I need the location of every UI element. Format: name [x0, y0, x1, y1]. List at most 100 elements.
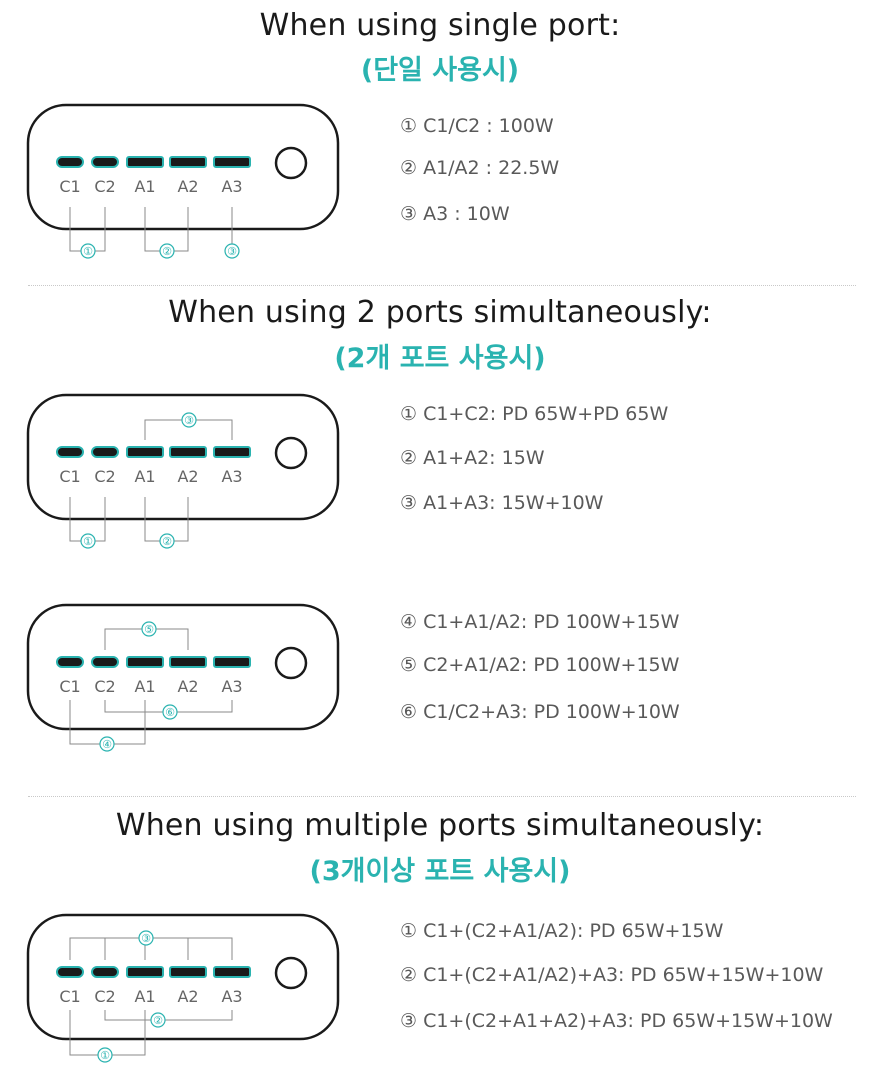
spec-1-3: ③ A3 : 10W [400, 203, 510, 225]
spec-3-3: ③ C1+(C2+A1+A2)+A3: PD 65W+15W+10W [400, 1010, 833, 1032]
marker-circle [138, 930, 154, 946]
usb-a-port-A1 [126, 446, 164, 458]
marker-number: ① [83, 535, 93, 548]
usb-a-port-A2 [169, 446, 207, 458]
port-label-C1: C1 [59, 677, 80, 696]
port-label-A1: A1 [134, 677, 155, 696]
connector-line [104, 700, 233, 713]
connector-line [144, 497, 189, 542]
port-label-A3: A3 [221, 677, 242, 696]
connector-line [104, 1010, 233, 1021]
spec-2-1: ① C1+C2: PD 65W+PD 65W [400, 403, 669, 425]
section-2-subtitle: (2개 포트 사용시) [334, 343, 546, 374]
marker-circle [224, 243, 240, 259]
usb-a-port-A3 [213, 446, 251, 458]
connector-line [69, 497, 106, 542]
spec-3-1: ① C1+(C2+A1/A2): PD 65W+15W [400, 920, 724, 942]
usb-a-port-A2 [169, 656, 207, 668]
charger-diagram-4: C1 C2 A1 A2 A3 ③ ② ① [26, 913, 340, 1063]
marker-number: ⑤ [144, 623, 154, 636]
port-label-C2: C2 [94, 177, 115, 196]
power-button-icon [274, 146, 308, 180]
marker-circle [97, 1047, 113, 1063]
usb-c-port-C2 [91, 656, 119, 668]
section-1-title: When using single port: [259, 8, 621, 43]
marker-number: ② [153, 1014, 163, 1027]
marker-number: ⑥ [165, 706, 175, 719]
port-label-C2: C2 [94, 677, 115, 696]
port-label-C2: C2 [94, 987, 115, 1006]
port-label-A1: A1 [134, 987, 155, 1006]
usb-a-port-A1 [126, 966, 164, 978]
marker-number: ① [83, 245, 93, 258]
marker-number: ③ [141, 932, 151, 945]
usb-a-port-A2 [169, 156, 207, 168]
spec-3-2: ② C1+(C2+A1/A2)+A3: PD 65W+15W+10W [400, 964, 824, 986]
power-button-icon [274, 436, 308, 470]
marker-number: ① [100, 1049, 110, 1062]
power-button-icon [274, 956, 308, 990]
usb-a-port-A3 [213, 656, 251, 668]
usb-a-port-A1 [126, 656, 164, 668]
port-label-A3: A3 [221, 177, 242, 196]
section-2-title: When using 2 ports simultaneously: [168, 295, 712, 330]
marker-circle [150, 1012, 166, 1028]
port-label-A1: A1 [134, 177, 155, 196]
spec-2-2: ② A1+A2: 15W [400, 447, 545, 469]
port-label-A3: A3 [221, 987, 242, 1006]
port-label-A2: A2 [177, 467, 198, 486]
spec-2-6: ⑥ C1/C2+A3: PD 100W+10W [400, 701, 680, 723]
usb-c-port-C2 [91, 156, 119, 168]
usb-c-port-C2 [91, 446, 119, 458]
connector-line [69, 700, 146, 745]
spec-2-4: ④ C1+A1/A2: PD 100W+15W [400, 611, 680, 633]
marker-number: ② [162, 245, 172, 258]
marker-circle [159, 243, 175, 259]
marker-number: ② [162, 535, 172, 548]
spec-2-5: ⑤ C2+A1/A2: PD 100W+15W [400, 654, 680, 676]
marker-circle [80, 243, 96, 259]
spec-1-2: ② A1/A2 : 22.5W [400, 157, 560, 179]
port-label-A3: A3 [221, 467, 242, 486]
spec-1-1: ① C1/C2 : 100W [400, 115, 554, 137]
section-1-subtitle: (단일 사용시) [360, 55, 520, 86]
usb-c-port-C1 [56, 966, 84, 978]
port-label-A2: A2 [177, 677, 198, 696]
port-label-A2: A2 [177, 177, 198, 196]
usb-a-port-A3 [213, 156, 251, 168]
spec-2-3: ③ A1+A3: 15W+10W [400, 492, 604, 514]
usb-a-port-A2 [169, 966, 207, 978]
port-label-A2: A2 [177, 987, 198, 1006]
charger-diagram-2: C1 C2 A1 A2 A3 ③ ① ② [26, 393, 340, 549]
port-label-A1: A1 [134, 467, 155, 486]
marker-number: ④ [102, 738, 112, 751]
connector-line [69, 937, 233, 960]
port-label-C1: C1 [59, 467, 80, 486]
usb-c-port-C1 [56, 156, 84, 168]
port-label-C1: C1 [59, 177, 80, 196]
connector-line [69, 207, 106, 252]
section-3-title: When using multiple ports simultaneously… [115, 808, 765, 843]
connector-line [144, 419, 233, 440]
usb-a-port-A1 [126, 156, 164, 168]
marker-number: ③ [227, 245, 237, 258]
power-button-icon [274, 646, 308, 680]
usb-c-port-C2 [91, 966, 119, 978]
marker-circle [162, 704, 178, 720]
port-label-C2: C2 [94, 467, 115, 486]
marker-circle [99, 736, 115, 752]
connector-line [69, 1010, 146, 1056]
marker-circle [159, 533, 175, 549]
divider [28, 285, 856, 286]
port-label-C1: C1 [59, 987, 80, 1006]
marker-circle [80, 533, 96, 549]
marker-circle [181, 412, 197, 428]
charger-diagram-1: C1 C2 A1 A2 A3 ① ② ③ [26, 103, 340, 259]
connector-line [104, 628, 189, 650]
divider [28, 796, 856, 797]
marker-circle [141, 621, 157, 637]
usb-c-port-C1 [56, 446, 84, 458]
marker-number: ③ [184, 414, 194, 427]
section-3-subtitle: (3개이상 포트 사용시) [309, 856, 571, 887]
